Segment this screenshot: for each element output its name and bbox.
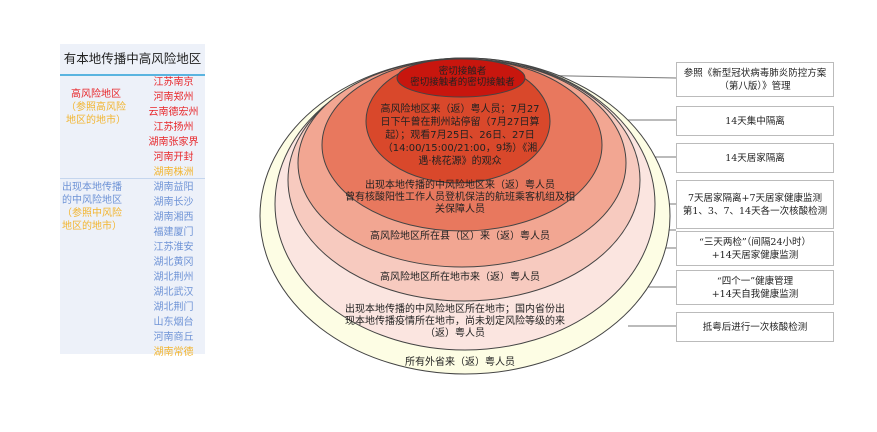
list-item: 湖南湘西 [153,212,194,223]
layer-ellipse-1 [396,58,526,98]
list-item: 湖南益阳 [153,182,194,193]
measure-box-3: 14天居家隔离 [676,143,834,173]
mid-risk-label: 出现本地传播的中风险地区 [62,182,122,206]
list-item: 湖北武汉 [153,287,194,298]
list-item: 江苏南京 [153,77,194,88]
layer-label-4: 高风险地区所在县（区）来（返）粤人员 [370,231,550,242]
list-item: 河南开封 [153,152,194,163]
panel-title: 有本地传播中高风险地区 [63,51,202,66]
high-risk-list: 江苏南京 河南郑州 云南德宏州 江苏扬州 湖南张家界 河南开封 湖南株洲 [142,75,205,180]
mid-risk-note: （参照中风险地区的地市） [62,208,122,232]
mid-risk-list: 湖南益阳 湖南长沙 湖南湘西 福建厦门 江苏淮安 湖北黄冈 湖北荆州 湖北武汉 … [142,180,205,360]
list-item: 湖北荆门 [153,302,194,313]
list-item: 湖南长沙 [153,197,194,208]
measure-box-7: 抵粤后进行一次核酸检测 [676,312,834,342]
layer-label-1: 密切接触者 密切接触者的密切接触者 [410,66,515,88]
list-item: 山东烟台 [153,317,194,328]
measure-box-1: 参照《新型冠状病毒肺炎防控方案（第八版）》管理 [676,62,834,97]
measure-box-4: 7天居家隔离+7天居家健康监测 第1、3、7、14天各一次核酸检测 [676,180,834,229]
measure-box-5: “三天两检”（间隔24小时） +14天居家健康监测 [676,231,834,266]
measure-box-6: “四个一”健康管理 +14天自我健康监测 [676,270,834,305]
layer-label-6: 出现本地传播的中风险地区所在地市；国内省份出现本地传播疫情所在地市，尚未划定风险… [345,304,565,339]
list-item: 湖南株洲 [153,167,194,178]
list-item: 云南德宏州 [148,107,199,118]
layer-label-7: 所有外省来（返）粤人员 [405,357,515,368]
divider [60,74,205,76]
list-item: 湖北荆州 [153,272,194,283]
high-risk-label: 高风险地区 [71,89,121,100]
list-item: 湖南张家界 [148,137,199,148]
list-item: 河南商丘 [153,332,194,343]
list-item: 江苏扬州 [153,122,194,133]
measure-box-2: 14天集中隔离 [676,106,834,136]
list-item: 江苏淮安 [153,242,194,253]
layer-label-3: 出现本地传播的中风险地区来（返）粤人员 曾有核酸阳性工作人员登机保洁的航班乘客机… [345,180,575,215]
layer-label-2: 高风险地区来（返）粤人员；7月27日下午曾在荆州站停留（7月27日算起）；观看7… [380,104,540,167]
divider [60,178,205,179]
high-risk-note: （参照高风险地区的地市） [66,102,126,126]
layer-label-5: 高风险地区所在地市来（返）粤人员 [380,272,540,283]
list-item: 福建厦门 [153,227,194,238]
list-item: 湖北黄冈 [153,257,194,268]
risk-area-panel: 有本地传播中高风险地区 高风险地区 （参照高风险地区的地市） 江苏南京 河南郑州… [60,44,205,358]
list-item: 河南郑州 [153,92,194,103]
list-item: 湖南常德 [153,347,194,358]
